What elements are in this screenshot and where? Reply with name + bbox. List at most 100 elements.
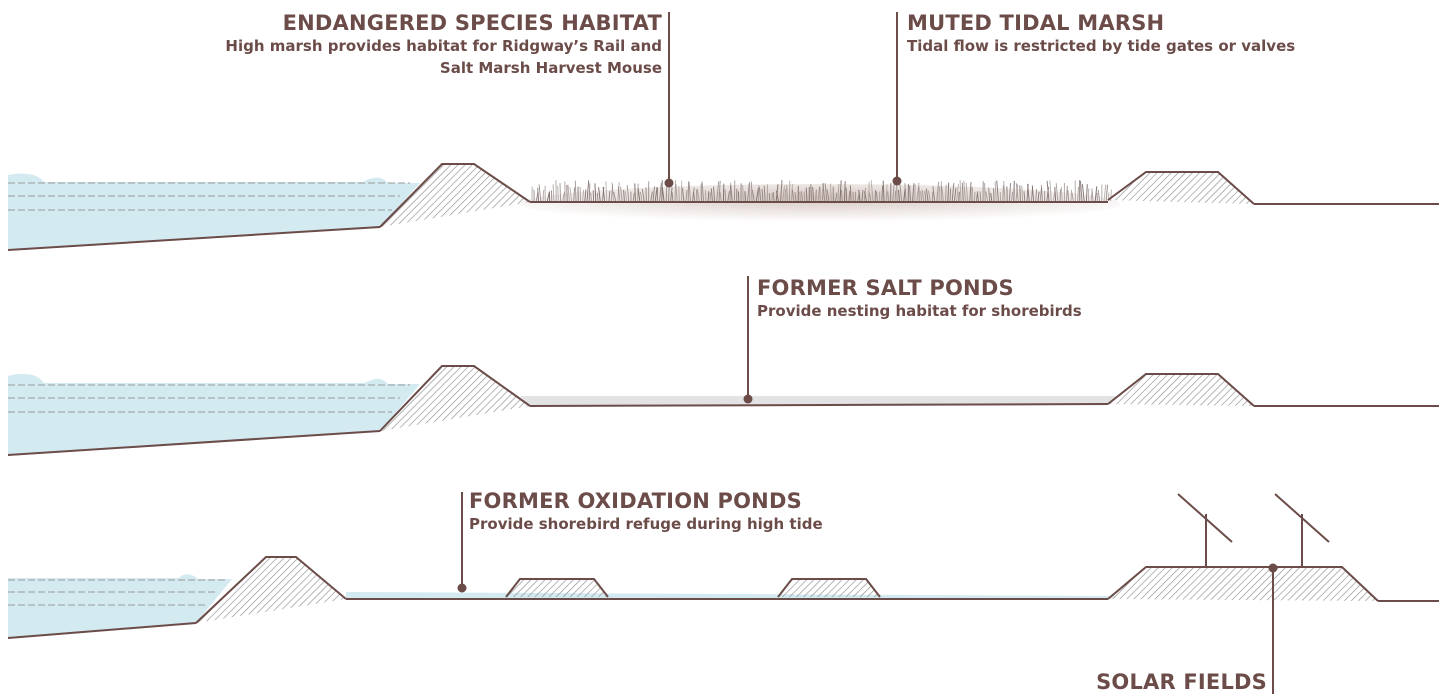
grass-blade — [941, 186, 944, 202]
solar-panel-icon — [1177, 493, 1233, 567]
grass-blade — [542, 189, 545, 202]
grass-blade — [659, 182, 662, 202]
wave-icon — [8, 173, 44, 197]
grass-blade — [887, 191, 889, 202]
label-title: MUTED TIDAL MARSH — [907, 11, 1165, 35]
grass-blade — [810, 184, 812, 202]
grass-blade — [602, 186, 606, 202]
ground-line — [7, 622, 197, 639]
grass-blade — [904, 183, 907, 202]
grass-blade — [661, 187, 665, 202]
grass-blade — [924, 190, 927, 202]
grass-blade — [1035, 189, 1038, 202]
grass-blade — [552, 184, 555, 202]
levee-outline — [379, 365, 531, 432]
label-former-salt-ponds: FORMER SALT PONDS Provide nesting habita… — [757, 276, 1082, 322]
grass-blade — [610, 184, 614, 202]
pond-berm — [778, 579, 880, 597]
grass-blade — [713, 186, 716, 202]
grass-blade — [645, 187, 647, 202]
grass-blade — [650, 191, 653, 202]
grass-blade — [742, 185, 744, 202]
grass-blade — [670, 187, 673, 202]
grass-blade — [869, 192, 872, 202]
grass-blade — [569, 187, 573, 202]
leader-dot — [1268, 563, 1278, 573]
grass-blade — [1008, 183, 1012, 202]
grass-blade — [693, 191, 696, 202]
grass-blade — [782, 185, 785, 202]
grass-blade — [963, 181, 966, 202]
grass-blade — [909, 185, 911, 202]
grass-blade — [744, 191, 746, 202]
grass-blade — [921, 189, 925, 202]
pond-floor — [529, 403, 1109, 407]
grass-blade — [1019, 185, 1021, 202]
grass-blade — [951, 183, 955, 202]
leader-dot — [892, 176, 902, 186]
grass-blade — [1011, 191, 1013, 202]
grass-blade — [824, 183, 828, 202]
grass-blade — [682, 187, 685, 202]
grass-blade — [652, 186, 656, 202]
grass-blade — [826, 189, 830, 202]
grass-blade — [1067, 189, 1070, 202]
levee — [1108, 374, 1254, 406]
grass-blade — [799, 191, 801, 202]
levee-outline — [1107, 171, 1255, 205]
grass-blade — [637, 183, 639, 202]
grass-blade — [718, 180, 721, 202]
label-former-oxidation-ponds: FORMER OXIDATION PONDS Provide shorebird… — [469, 489, 823, 535]
grass-blade — [582, 189, 585, 202]
label-desc: High marsh provides habitat for Ridgway’… — [225, 37, 662, 55]
grass-blade — [761, 188, 764, 202]
solar-levee — [1108, 567, 1378, 601]
grass-blade — [1080, 181, 1083, 202]
grass-blade — [1081, 184, 1085, 202]
grass-blade — [864, 191, 867, 202]
grass-blade — [965, 182, 969, 202]
grass-blade — [916, 182, 920, 202]
grass-blade — [613, 191, 617, 202]
grass-blade — [800, 191, 804, 202]
grass-blade — [817, 186, 820, 202]
grass-blade — [573, 187, 575, 202]
tide-lines — [8, 384, 410, 413]
section-former-oxidation-ponds — [7, 492, 1439, 694]
grass-blade — [608, 190, 611, 202]
label-title: FORMER SALT PONDS — [757, 276, 1014, 300]
grass-blade — [936, 182, 940, 202]
grass-blade — [868, 181, 870, 202]
grass-blade — [634, 183, 636, 202]
grass-blade — [611, 182, 614, 202]
grass-blade — [1046, 180, 1050, 202]
grass-blade — [1013, 180, 1015, 202]
solar-levee-outline — [1107, 566, 1379, 602]
grass-blade — [988, 187, 991, 202]
grass-blade — [958, 191, 960, 202]
grass-blade — [822, 183, 826, 202]
grass-blade — [590, 192, 592, 202]
grass-blade — [1105, 184, 1108, 202]
grass-blade — [882, 180, 885, 202]
grass-blade — [772, 191, 775, 202]
grass-blade — [1070, 189, 1072, 202]
grass-blade — [620, 186, 623, 202]
leader-dot — [457, 583, 467, 593]
grass-blade — [639, 191, 643, 202]
grass-blade — [751, 189, 755, 202]
grass-blade — [953, 187, 957, 202]
grass-blade — [562, 191, 565, 202]
pond-berm-outline — [777, 578, 881, 598]
grass-blade — [755, 188, 759, 202]
leader-dot — [743, 394, 753, 404]
grass-blade — [617, 186, 621, 202]
pond-water — [346, 592, 1116, 599]
solar-panel-icon — [1274, 493, 1330, 567]
grass-blade — [984, 183, 986, 202]
label-desc: Provide shorebird refuge during high tid… — [469, 515, 823, 533]
grass-blade — [1094, 186, 1098, 202]
levee-outline — [195, 556, 347, 624]
grass-blade — [956, 183, 959, 202]
grass-blade — [665, 185, 668, 202]
